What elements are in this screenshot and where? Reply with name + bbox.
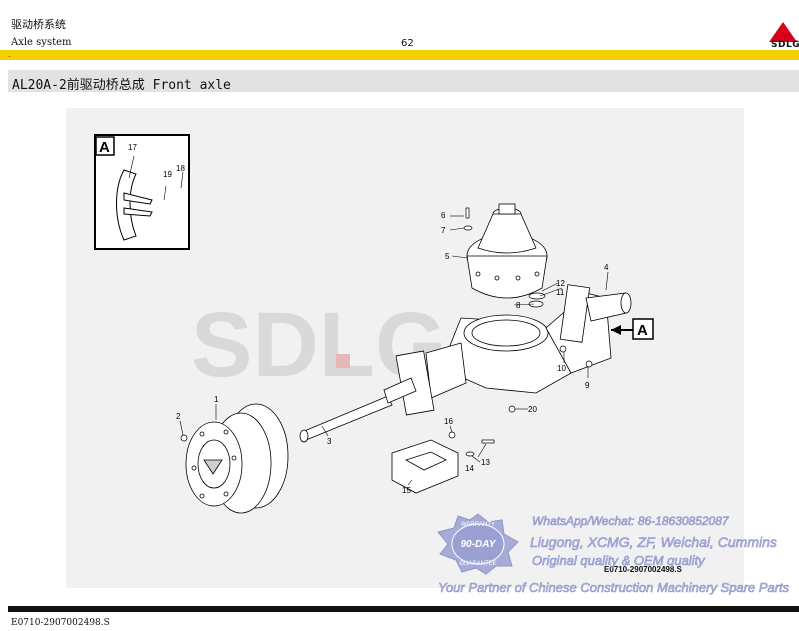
callout-label: 17 <box>128 143 137 152</box>
brand-logo-icon <box>769 22 797 42</box>
leader-lines <box>179 215 609 486</box>
watermark-red-square <box>336 354 350 368</box>
callout-label: 16 <box>444 417 453 426</box>
callout-labels: 1 2 3 4 5 6 7 8 9 10 11 12 13 14 15 16 1… <box>128 143 609 495</box>
wheel-hub <box>185 403 289 514</box>
header-dot: . <box>8 50 11 59</box>
callout-label: 12 <box>556 279 565 288</box>
view-tag: A <box>637 322 648 339</box>
watermark-quality: Original quality & OEM quality <box>532 553 705 569</box>
callout-label: 4 <box>604 263 609 272</box>
section-title-band <box>8 70 799 92</box>
watermark-tagline: Your Partner of Chinese Construction Mac… <box>438 580 790 596</box>
differential-carrier <box>466 203 548 299</box>
section-title: AL20A-2前驱动桥总成 Front axle <box>12 78 231 93</box>
exploded-diagram: SDLG A <box>66 108 744 588</box>
brand-logo-text: SDLG <box>771 40 799 50</box>
callout-label: 18 <box>176 164 185 173</box>
page-number: 62 <box>401 38 414 49</box>
callout-label: 3 <box>327 437 332 446</box>
callout-label: 19 <box>163 170 172 179</box>
callout-label: 13 <box>481 458 490 467</box>
seal-top-text: WARRANTY <box>461 522 495 528</box>
callout-label: 1 <box>214 395 219 404</box>
header-title-en: Axle system <box>11 37 72 48</box>
footer-bar <box>8 606 799 612</box>
small-parts <box>180 207 593 457</box>
seal-center-text: 90-DAY <box>461 539 497 550</box>
watermark-contact: WhatsApp/Wechat: 86-18630852087 <box>532 514 729 529</box>
callout-label: 11 <box>556 288 565 297</box>
callout-label: 20 <box>528 405 537 414</box>
view-a-tag: A <box>611 318 654 340</box>
header-title-cn: 驱动桥系统 <box>11 18 66 31</box>
callout-label: 10 <box>557 364 566 373</box>
axle-drawing: SDLG A <box>94 134 654 514</box>
callout-label: 5 <box>445 252 450 261</box>
callout-label: 9 <box>585 381 590 390</box>
axle-housing <box>395 284 632 416</box>
watermark-brands: Liugong, XCMG, ZF, Weichai, Cummins <box>530 534 778 551</box>
warranty-seal-icon: WARRANTY 90-DAY GUARANTEE <box>437 513 519 575</box>
footer-code: E0710-2907002498.S <box>11 618 110 628</box>
brake-caliper <box>391 439 459 494</box>
seal-bottom-text: GUARANTEE <box>459 561 496 567</box>
callout-label: 15 <box>402 486 411 495</box>
callout-label: 7 <box>441 226 446 235</box>
callout-label: 2 <box>176 412 181 421</box>
callout-label: 6 <box>441 211 446 220</box>
inset-detail-a: A <box>94 134 190 250</box>
half-shaft <box>299 377 417 443</box>
callout-label: 14 <box>465 464 474 473</box>
drawing-code: E0710-2907002498.S <box>604 565 682 574</box>
callout-label: 8 <box>516 301 521 310</box>
header-yellow-bar <box>0 50 799 60</box>
inset-tag: A <box>99 139 110 156</box>
